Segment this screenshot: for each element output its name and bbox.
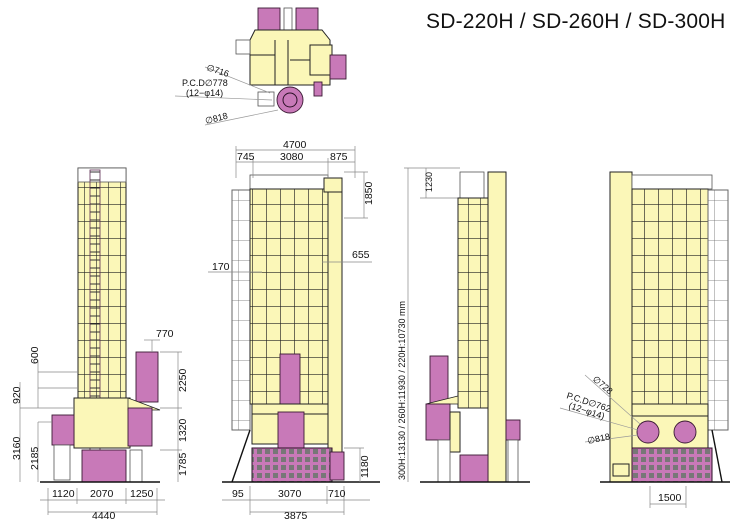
dim-655: 655: [352, 249, 370, 261]
front-burner: [279, 353, 301, 411]
model-title: SD-220H / SD-260H / SD-300H: [426, 10, 726, 33]
rear-label-d818: ∅818: [586, 431, 610, 446]
dim-2250: 2250: [177, 368, 189, 392]
rear-fan-left: [636, 420, 660, 444]
dim-4440: 4440: [92, 510, 116, 522]
rear-elevation: ∅728 P.C.D∅762 (12−φ14) ∅818 1500: [559, 171, 730, 508]
dim-600: 600: [29, 346, 41, 364]
dim-710: 710: [328, 488, 346, 500]
dim-4700: 4700: [283, 139, 307, 151]
plan-flange: [276, 86, 304, 114]
overall-height-label: 300H:13130 / 260H:11930 / 220H:10730 mm: [397, 301, 407, 480]
side-tower: [457, 197, 489, 409]
plan-view: ∅716 P.C.D∅778 (12−φ14) ∅818: [174, 7, 347, 126]
rear-elevator: [609, 171, 633, 483]
dim-1500: 1500: [658, 492, 682, 504]
side-elevator: [487, 171, 507, 483]
dim-1120: 1120: [52, 488, 75, 500]
plan-label-d716: ∅716: [205, 62, 230, 79]
rear-base: [631, 447, 713, 483]
plan-motor-left: [257, 7, 281, 31]
dim-3070: 3070: [278, 488, 302, 500]
rear-fan-right: [673, 420, 697, 444]
dim-1180: 1180: [359, 455, 371, 478]
dim-3080: 3080: [280, 151, 304, 163]
rear-tower: [631, 188, 709, 405]
dim-875: 875: [330, 151, 348, 163]
dim-1250: 1250: [130, 488, 154, 500]
front-elevator: [327, 184, 343, 476]
plan-label-d818: ∅818: [204, 111, 229, 126]
dim-770: 770: [156, 328, 174, 340]
rear-right-frame: [707, 189, 729, 431]
left-fan: [51, 414, 75, 446]
left-elevation: 770 2250 1320 1785 600 920 3160 2185 112…: [11, 167, 189, 522]
dim-745: 745: [237, 151, 255, 163]
dim-2070: 2070: [90, 488, 114, 500]
dim-2185: 2185: [29, 446, 41, 470]
left-elevator-motor: [135, 351, 159, 403]
front-left-frame: [231, 189, 251, 431]
plan-motor-right: [295, 7, 319, 31]
dim-1230: 1230: [424, 172, 434, 192]
dim-920: 920: [11, 386, 23, 404]
dim-1850: 1850: [363, 181, 375, 205]
side-elevation: 1230 300H:13130 / 260H:11930 / 220H:1073…: [397, 167, 530, 483]
dim-170: 170: [212, 261, 230, 273]
front-elevation: 4700 745 3080 875 1850 655 170 1180 95 3…: [208, 139, 380, 522]
plan-label-holes: (12−φ14): [186, 88, 223, 98]
side-burner: [429, 355, 449, 405]
dim-95: 95: [232, 488, 244, 500]
front-base: [251, 447, 333, 483]
dim-1320: 1320: [177, 418, 189, 442]
plan-label-pcd778: P.C.D∅778: [182, 78, 228, 88]
dim-3160: 3160: [11, 436, 23, 460]
left-tower: [77, 167, 127, 399]
dim-1785: 1785: [177, 452, 189, 476]
dim-3875: 3875: [284, 510, 308, 522]
